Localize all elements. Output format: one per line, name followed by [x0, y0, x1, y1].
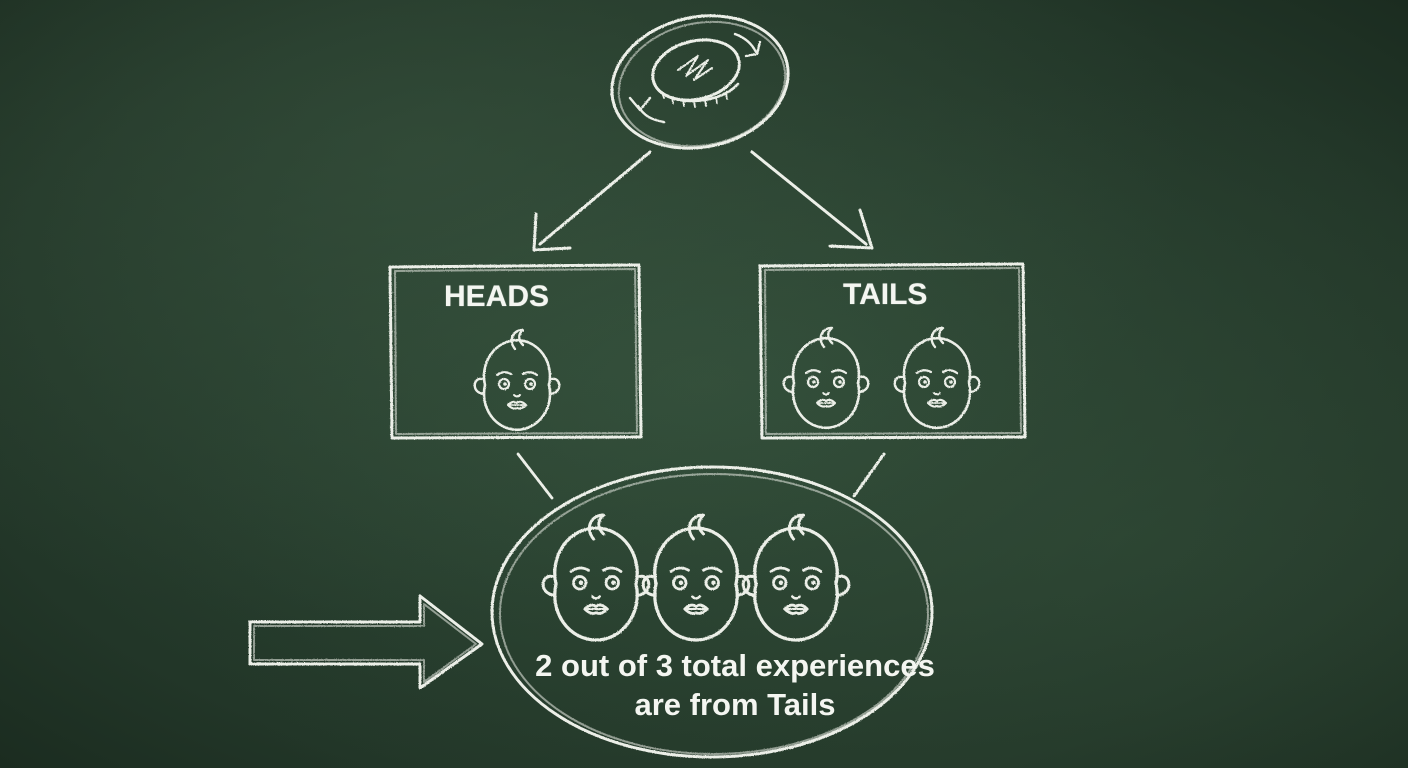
conclusion-text: 2 out of 3 total experiences are from Ta…: [500, 646, 970, 724]
heads-baby-face-icon: [473, 328, 561, 432]
total-baby-face-icon-2: [641, 513, 751, 642]
heads-label: HEADS: [444, 280, 550, 313]
tails-baby-face-icon-2: [893, 326, 981, 430]
tails-baby-face-icon-1: [782, 326, 870, 430]
connector-heads-to-total: [516, 452, 554, 500]
total-baby-face-icon-3: [741, 513, 851, 642]
arrow-coin-to-heads: [532, 150, 652, 252]
arrow-coin-to-tails: [750, 150, 874, 250]
heads-box: [388, 263, 643, 440]
total-experiences-ellipse: [490, 465, 934, 759]
conclusion-line-1: 2 out of 3 total experiences: [535, 648, 935, 683]
hollow-right-arrow-icon: [248, 594, 484, 690]
connector-tails-to-total: [852, 452, 886, 498]
flipping-coin-icon: [610, 14, 790, 150]
tails-label: TAILS: [843, 278, 928, 311]
conclusion-line-2: are from Tails: [634, 687, 836, 722]
tails-box: [758, 262, 1027, 440]
total-baby-face-icon-1: [541, 513, 651, 642]
